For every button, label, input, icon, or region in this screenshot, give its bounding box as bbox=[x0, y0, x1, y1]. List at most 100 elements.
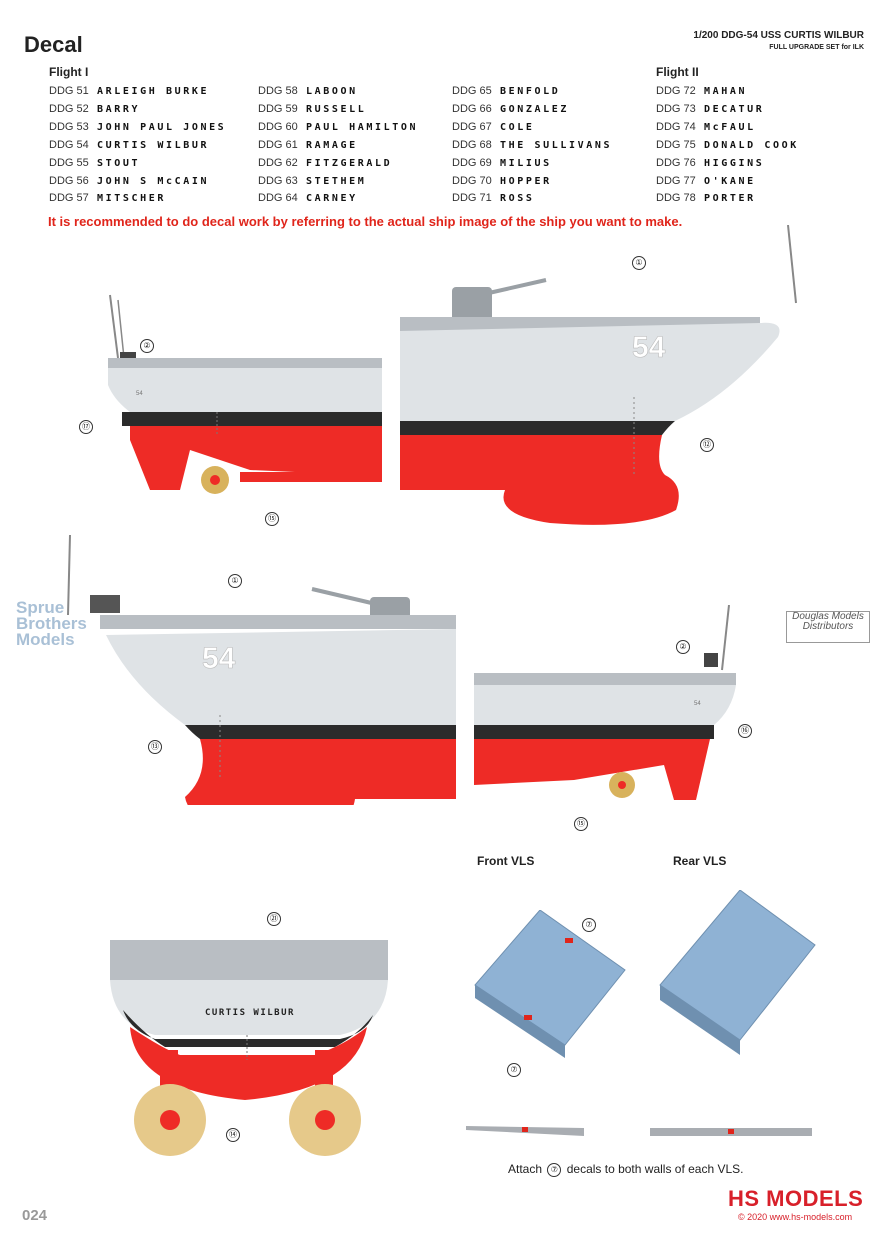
watermark-sprue-brothers: Sprue Brothers Models bbox=[16, 598, 87, 649]
small-hull-number: 54 bbox=[136, 391, 143, 397]
ddg-number: DDG 66 bbox=[452, 102, 492, 115]
callout-21: ㉑ bbox=[267, 912, 281, 926]
ship-name: JOHN S McCAIN bbox=[97, 175, 210, 187]
hull-number-port: 54 bbox=[202, 642, 236, 675]
ddg-number: DDG 69 bbox=[452, 156, 492, 169]
ship-entry: DDG 71 ROSS bbox=[452, 190, 612, 208]
flight-1-label: Flight I bbox=[49, 65, 89, 79]
ddg-number: DDG 77 bbox=[656, 174, 696, 187]
ddg-number: DDG 63 bbox=[258, 174, 298, 187]
ship-entry: DDG 62 FITZGERALD bbox=[258, 155, 418, 173]
stern-port-illustration: 54 bbox=[474, 605, 736, 800]
ddg-number: DDG 57 bbox=[49, 192, 89, 205]
callout-16: ⑯ bbox=[738, 724, 752, 738]
ddg-number: DDG 55 bbox=[49, 156, 89, 169]
ship-entry: DDG 60 PAUL HAMILTON bbox=[258, 119, 418, 137]
front-vls-wall-strip bbox=[466, 1126, 584, 1136]
callout-1-port: ① bbox=[228, 574, 242, 588]
ship-name: PAUL HAMILTON bbox=[306, 121, 419, 133]
ship-name: HIGGINS bbox=[704, 157, 765, 169]
ddg-number: DDG 67 bbox=[452, 120, 492, 133]
ship-name: MITSCHER bbox=[97, 193, 166, 205]
ship-name: GONZALEZ bbox=[500, 103, 569, 115]
watermark-douglas-models: Douglas Models Distributors bbox=[786, 611, 870, 643]
ddg-number: DDG 73 bbox=[656, 102, 696, 115]
ship-name: ROSS bbox=[500, 193, 535, 205]
ship-name: CURTIS WILBUR bbox=[97, 139, 210, 151]
ship-name: FITZGERALD bbox=[306, 157, 393, 169]
ddg-number: DDG 75 bbox=[656, 138, 696, 151]
callout-2-port: ② bbox=[676, 640, 690, 654]
ship-entry: DDG 53 JOHN PAUL JONES bbox=[49, 119, 226, 137]
ddg-number: DDG 60 bbox=[258, 120, 298, 133]
callout-17: ⑰ bbox=[79, 420, 93, 434]
ship-name: HOPPER bbox=[500, 175, 552, 187]
attach-text-after: decals to both walls of each VLS. bbox=[566, 1162, 744, 1176]
ship-name: ARLEIGH BURKE bbox=[97, 86, 210, 97]
ship-name: DECATUR bbox=[704, 103, 765, 115]
ddg-number: DDG 76 bbox=[656, 156, 696, 169]
rear-vls-wall-strip bbox=[650, 1128, 812, 1136]
ship-entry: DDG 57 MITSCHER bbox=[49, 190, 226, 208]
ship-name: CARNEY bbox=[306, 193, 358, 205]
ddg-number: DDG 74 bbox=[656, 120, 696, 133]
ship-name: MAHAN bbox=[704, 86, 748, 97]
ship-entry: DDG 73 DECATUR bbox=[656, 101, 799, 119]
callout-1: ① bbox=[632, 256, 646, 270]
rear-vls-label: Rear VLS bbox=[673, 854, 727, 868]
attach-text-before: Attach bbox=[508, 1162, 543, 1176]
ddg-number: DDG 72 bbox=[656, 85, 696, 97]
decal-notice: It is recommended to do decal work by re… bbox=[48, 214, 683, 229]
callout-7-inline: ⑦ bbox=[547, 1162, 562, 1177]
callout-2: ② bbox=[140, 339, 154, 353]
ddg-number: DDG 59 bbox=[258, 102, 298, 115]
kit-title: 1/200 DDG-54 USS CURTIS WILBUR bbox=[693, 30, 864, 41]
ddg-number: DDG 62 bbox=[258, 156, 298, 169]
ship-name: MILIUS bbox=[500, 157, 552, 169]
ddg-number: DDG 53 bbox=[49, 120, 89, 133]
ship-entry: DDG 69 MILIUS bbox=[452, 155, 612, 173]
small-hull-number-port: 54 bbox=[694, 701, 701, 707]
page-number: 024 bbox=[22, 1207, 48, 1224]
callout-7-bottom: ⑦ bbox=[507, 1063, 521, 1077]
ddg-number: DDG 65 bbox=[452, 85, 492, 97]
ddg-number: DDG 78 bbox=[656, 192, 696, 205]
ship-entry: DDG 61 RAMAGE bbox=[258, 137, 418, 155]
ship-entry: DDG 66 GONZALEZ bbox=[452, 101, 612, 119]
ship-name: JOHN PAUL JONES bbox=[97, 121, 227, 133]
ship-name: BARRY bbox=[97, 103, 141, 115]
attach-instruction: Attach ⑦ decals to both walls of each VL… bbox=[508, 1162, 744, 1177]
ship-name: O'KANE bbox=[704, 175, 756, 187]
ship-name: RAMAGE bbox=[306, 139, 358, 151]
front-vls-label: Front VLS bbox=[477, 854, 535, 868]
bow-port-illustration: 54 bbox=[67, 535, 456, 805]
ddg-number: DDG 54 bbox=[49, 138, 89, 151]
ship-entry: DDG 75 DONALD COOK bbox=[656, 137, 799, 155]
stern-ship-name: CURTIS WILBUR bbox=[205, 1008, 295, 1018]
ship-name: DONALD COOK bbox=[704, 139, 799, 151]
ddg-number: DDG 61 bbox=[258, 138, 298, 151]
stern-starboard-illustration: 54 bbox=[108, 294, 382, 494]
stern-view-illustration: CURTIS WILBUR bbox=[110, 940, 388, 1156]
front-vls-illustration bbox=[474, 910, 626, 1058]
callout-15-port: ⑮ bbox=[574, 817, 588, 831]
ddg-number: DDG 71 bbox=[452, 192, 492, 205]
ship-entry: DDG 72 MAHAN bbox=[656, 83, 799, 101]
callout-7-top: ⑦ bbox=[582, 918, 596, 932]
copyright: © 2020 www.hs-models.com bbox=[738, 1212, 853, 1222]
rear-vls-illustration bbox=[659, 890, 816, 1055]
